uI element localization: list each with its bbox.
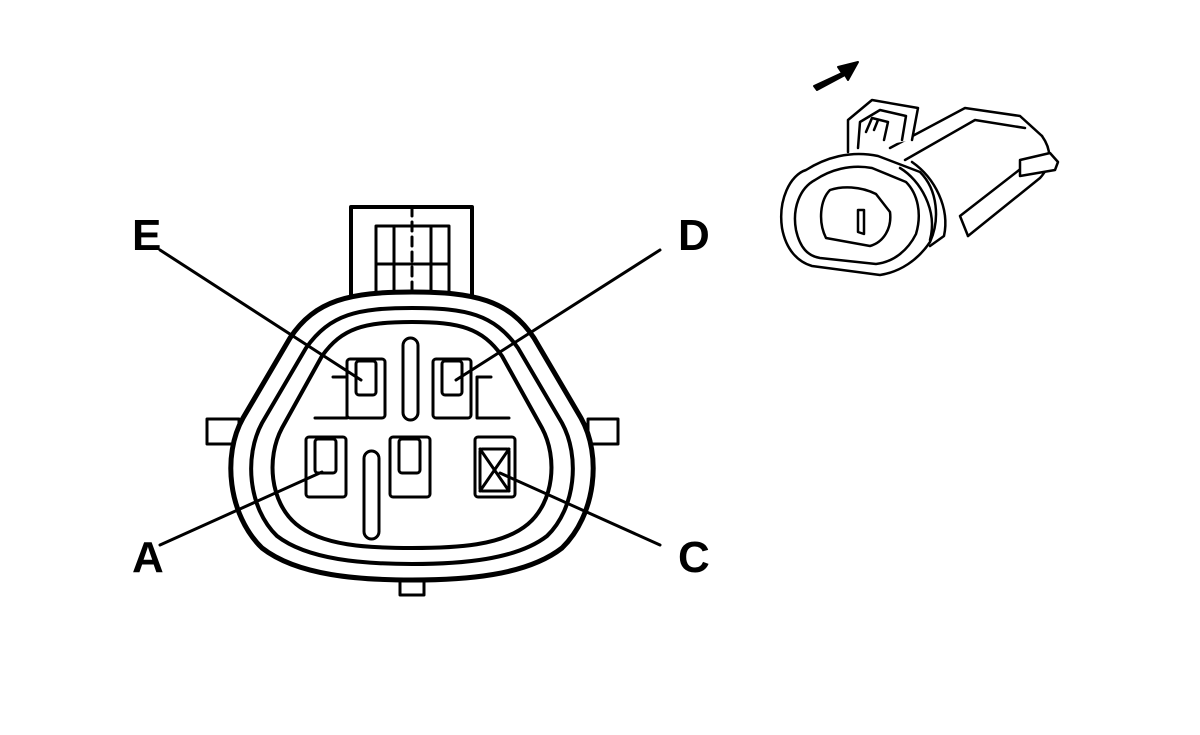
rib-top	[401, 336, 420, 422]
direction-arrow	[813, 61, 859, 91]
pin-label-e: E	[132, 211, 161, 260]
right-ear	[586, 417, 620, 446]
connector-face	[158, 205, 662, 597]
leader-a	[158, 470, 324, 547]
leader-c	[498, 471, 662, 547]
pin-label-c: C	[678, 533, 710, 582]
pin-c-cavity	[473, 435, 517, 499]
cavity	[270, 320, 554, 550]
pin-d-cavity	[431, 357, 473, 420]
upper-right-block	[475, 375, 511, 420]
leader-e	[158, 248, 363, 382]
pin-a-cavity	[304, 435, 348, 499]
pin-label-a: A	[132, 533, 164, 582]
pin-label-d: D	[678, 211, 710, 260]
leader-d	[454, 248, 662, 382]
housing-inner	[249, 306, 575, 566]
rib-bottom	[362, 449, 381, 541]
connector-perspective-view	[779, 61, 1060, 277]
pin-b-cavity	[388, 435, 432, 499]
